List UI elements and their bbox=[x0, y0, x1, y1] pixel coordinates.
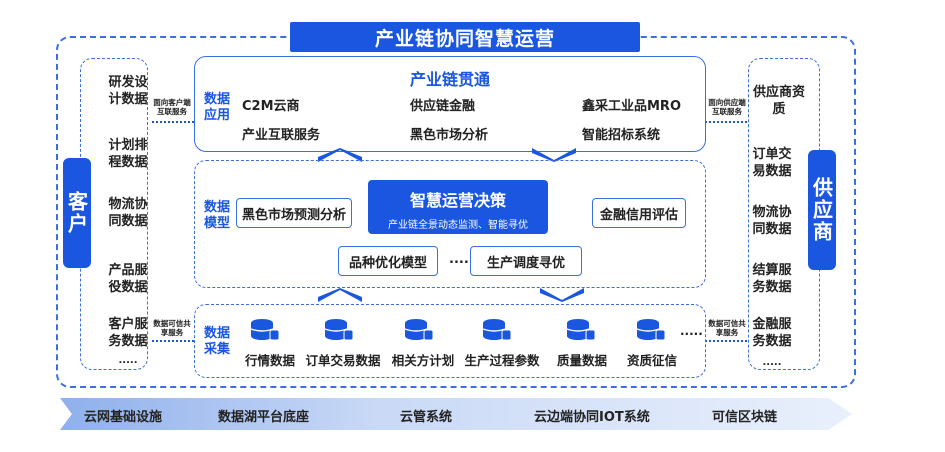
database-icon bbox=[636, 319, 666, 341]
database-icon bbox=[566, 319, 596, 341]
supplier-item: 供应商资质 bbox=[752, 85, 805, 117]
page-title: 产业链协同智慧运营 bbox=[290, 22, 640, 52]
supplier-top-link-line bbox=[705, 121, 747, 123]
supplier-item: 结算服务数据 bbox=[752, 263, 792, 295]
data-app-label: 数据应用 bbox=[204, 92, 231, 123]
data-app-section bbox=[194, 56, 706, 152]
data-collect-section bbox=[194, 304, 706, 378]
supplier-item: 订单交易数据 bbox=[752, 147, 792, 179]
customer-bottom-link-line bbox=[152, 340, 194, 342]
customer-item: 客户服务数据 bbox=[108, 317, 148, 349]
chevron-up-icon bbox=[318, 288, 362, 302]
customer-item: 产品服役数据 bbox=[108, 263, 148, 295]
supplier-bottom-link-line bbox=[705, 340, 747, 342]
collect-label: 生产过程参数 bbox=[464, 353, 540, 368]
data-app-item: C2M云商 bbox=[242, 99, 300, 114]
collect-label: 相关方计划 bbox=[391, 353, 455, 368]
data-collect-label: 数据采集 bbox=[204, 326, 231, 357]
infra-item: 云管系统 bbox=[400, 410, 453, 425]
database-icon bbox=[404, 319, 434, 341]
collect-label: 质量数据 bbox=[556, 353, 608, 368]
supplier-top-link-label: 面向供应端互联服务 bbox=[708, 98, 746, 116]
data-app-item: 供应链金融 bbox=[410, 99, 476, 114]
data-app-item: 产业互联服务 bbox=[242, 128, 321, 143]
infra-item: 可信区块链 bbox=[712, 410, 778, 425]
chevron-down-icon bbox=[532, 148, 576, 162]
customer-item: 物流协同数据 bbox=[108, 197, 148, 229]
schedule-opt-box: 生产调度寻优 bbox=[470, 246, 582, 276]
customer-item: 计划排程数据 bbox=[108, 138, 148, 170]
chevron-up-icon bbox=[318, 148, 362, 162]
customer-item-more: ..... bbox=[118, 355, 138, 366]
supplier-item: 物流协同数据 bbox=[752, 205, 792, 237]
database-icon bbox=[250, 319, 280, 341]
infra-item: 数据湖平台底座 bbox=[218, 410, 310, 425]
customer-tag: 客户 bbox=[63, 158, 91, 268]
data-app-item: 智能招标系统 bbox=[582, 128, 661, 143]
variety-opt-box: 品种优化模型 bbox=[338, 246, 438, 276]
database-icon bbox=[482, 319, 512, 341]
infrastructure-bar bbox=[60, 398, 852, 430]
model-ellipsis: .... bbox=[449, 252, 469, 267]
infra-item: 云边端协同IOT系统 bbox=[534, 410, 650, 425]
supplier-item-more: ..... bbox=[762, 357, 782, 368]
customer-bottom-link-label: 数据可信共享服务 bbox=[153, 319, 191, 337]
collect-label: 资质征信 bbox=[626, 353, 678, 368]
data-app-title: 产业链贯通 bbox=[410, 70, 491, 89]
chevron-down-icon bbox=[540, 288, 584, 302]
market-forecast-box: 黑色市场预测分析 bbox=[236, 198, 352, 228]
smart-decision-box: 智慧运营决策 产业链全景动态监测、智能寻优 bbox=[368, 180, 548, 234]
collect-label: 订单交易数据 bbox=[305, 353, 381, 368]
collect-more: ..... bbox=[680, 324, 703, 338]
customer-top-link-label: 面向客户端互联服务 bbox=[153, 98, 191, 116]
smart-decision-title: 智慧运营决策 bbox=[409, 191, 506, 210]
supplier-bottom-link-label: 数据可信共享服务 bbox=[708, 319, 746, 337]
infra-item: 云网基础设施 bbox=[84, 410, 163, 425]
credit-eval-box: 金融信用评估 bbox=[592, 198, 686, 228]
smart-decision-subtitle: 产业链全景动态监测、智能寻优 bbox=[388, 220, 528, 231]
data-app-item: 鑫采工业品MRO bbox=[582, 99, 681, 114]
customer-top-link-line bbox=[152, 121, 194, 123]
data-app-item: 黑色市场分析 bbox=[410, 128, 489, 143]
database-icon bbox=[324, 319, 354, 341]
collect-label: 行情数据 bbox=[244, 353, 296, 368]
customer-item: 研发设计数据 bbox=[108, 75, 148, 107]
data-model-label: 数据模型 bbox=[204, 200, 231, 231]
supplier-item: 金融服务数据 bbox=[752, 317, 792, 349]
supplier-tag: 供应商 bbox=[808, 150, 836, 270]
data-model-section bbox=[194, 160, 706, 288]
